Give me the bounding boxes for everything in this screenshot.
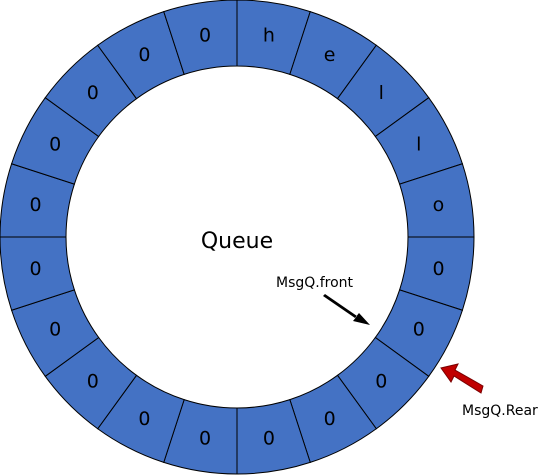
queue-slot-value: o [433,194,445,216]
queue-slot-value: h [263,25,275,47]
queue-slot [163,0,238,75]
front-pointer-label: MsgQ.front [276,275,354,291]
rear-pointer: MsgQ.Rear [440,363,538,419]
queue-slot-value: 0 [87,82,99,104]
queue-slot-value: 0 [29,194,41,216]
queue-ring [0,0,475,475]
queue-slot-value: 0 [199,25,211,47]
queue-slot-value: 0 [49,133,61,155]
front-pointer-arrow [323,294,370,325]
queue-slot-value: 0 [138,44,150,66]
queue-slot-value: 0 [432,258,444,280]
queue-slot-value: 0 [49,319,61,341]
queue-slot-value: 0 [199,427,211,449]
queue-slot-value: 0 [375,370,387,392]
queue-slot-value: e [324,44,336,66]
queue-slot-value: 0 [413,319,425,341]
queue-center-label: Queue [201,229,273,254]
queue-slot-value: l [379,82,384,104]
queue-slot-value: 0 [87,370,99,392]
front-pointer: MsgQ.front [276,275,370,325]
rear-pointer-label: MsgQ.Rear [462,403,538,419]
rear-pointer-arrow [440,363,484,394]
queue-slot-value: 0 [263,427,275,449]
queue-slot-value: 0 [138,408,150,430]
queue-slot-labels: h e l l o 0 0 0 0 0 0 0 0 0 0 0 0 0 0 0 [29,25,444,450]
queue-slot-value: 0 [29,258,41,280]
queue-slot-value: 0 [324,408,336,430]
queue-slot-value: l [416,133,421,155]
